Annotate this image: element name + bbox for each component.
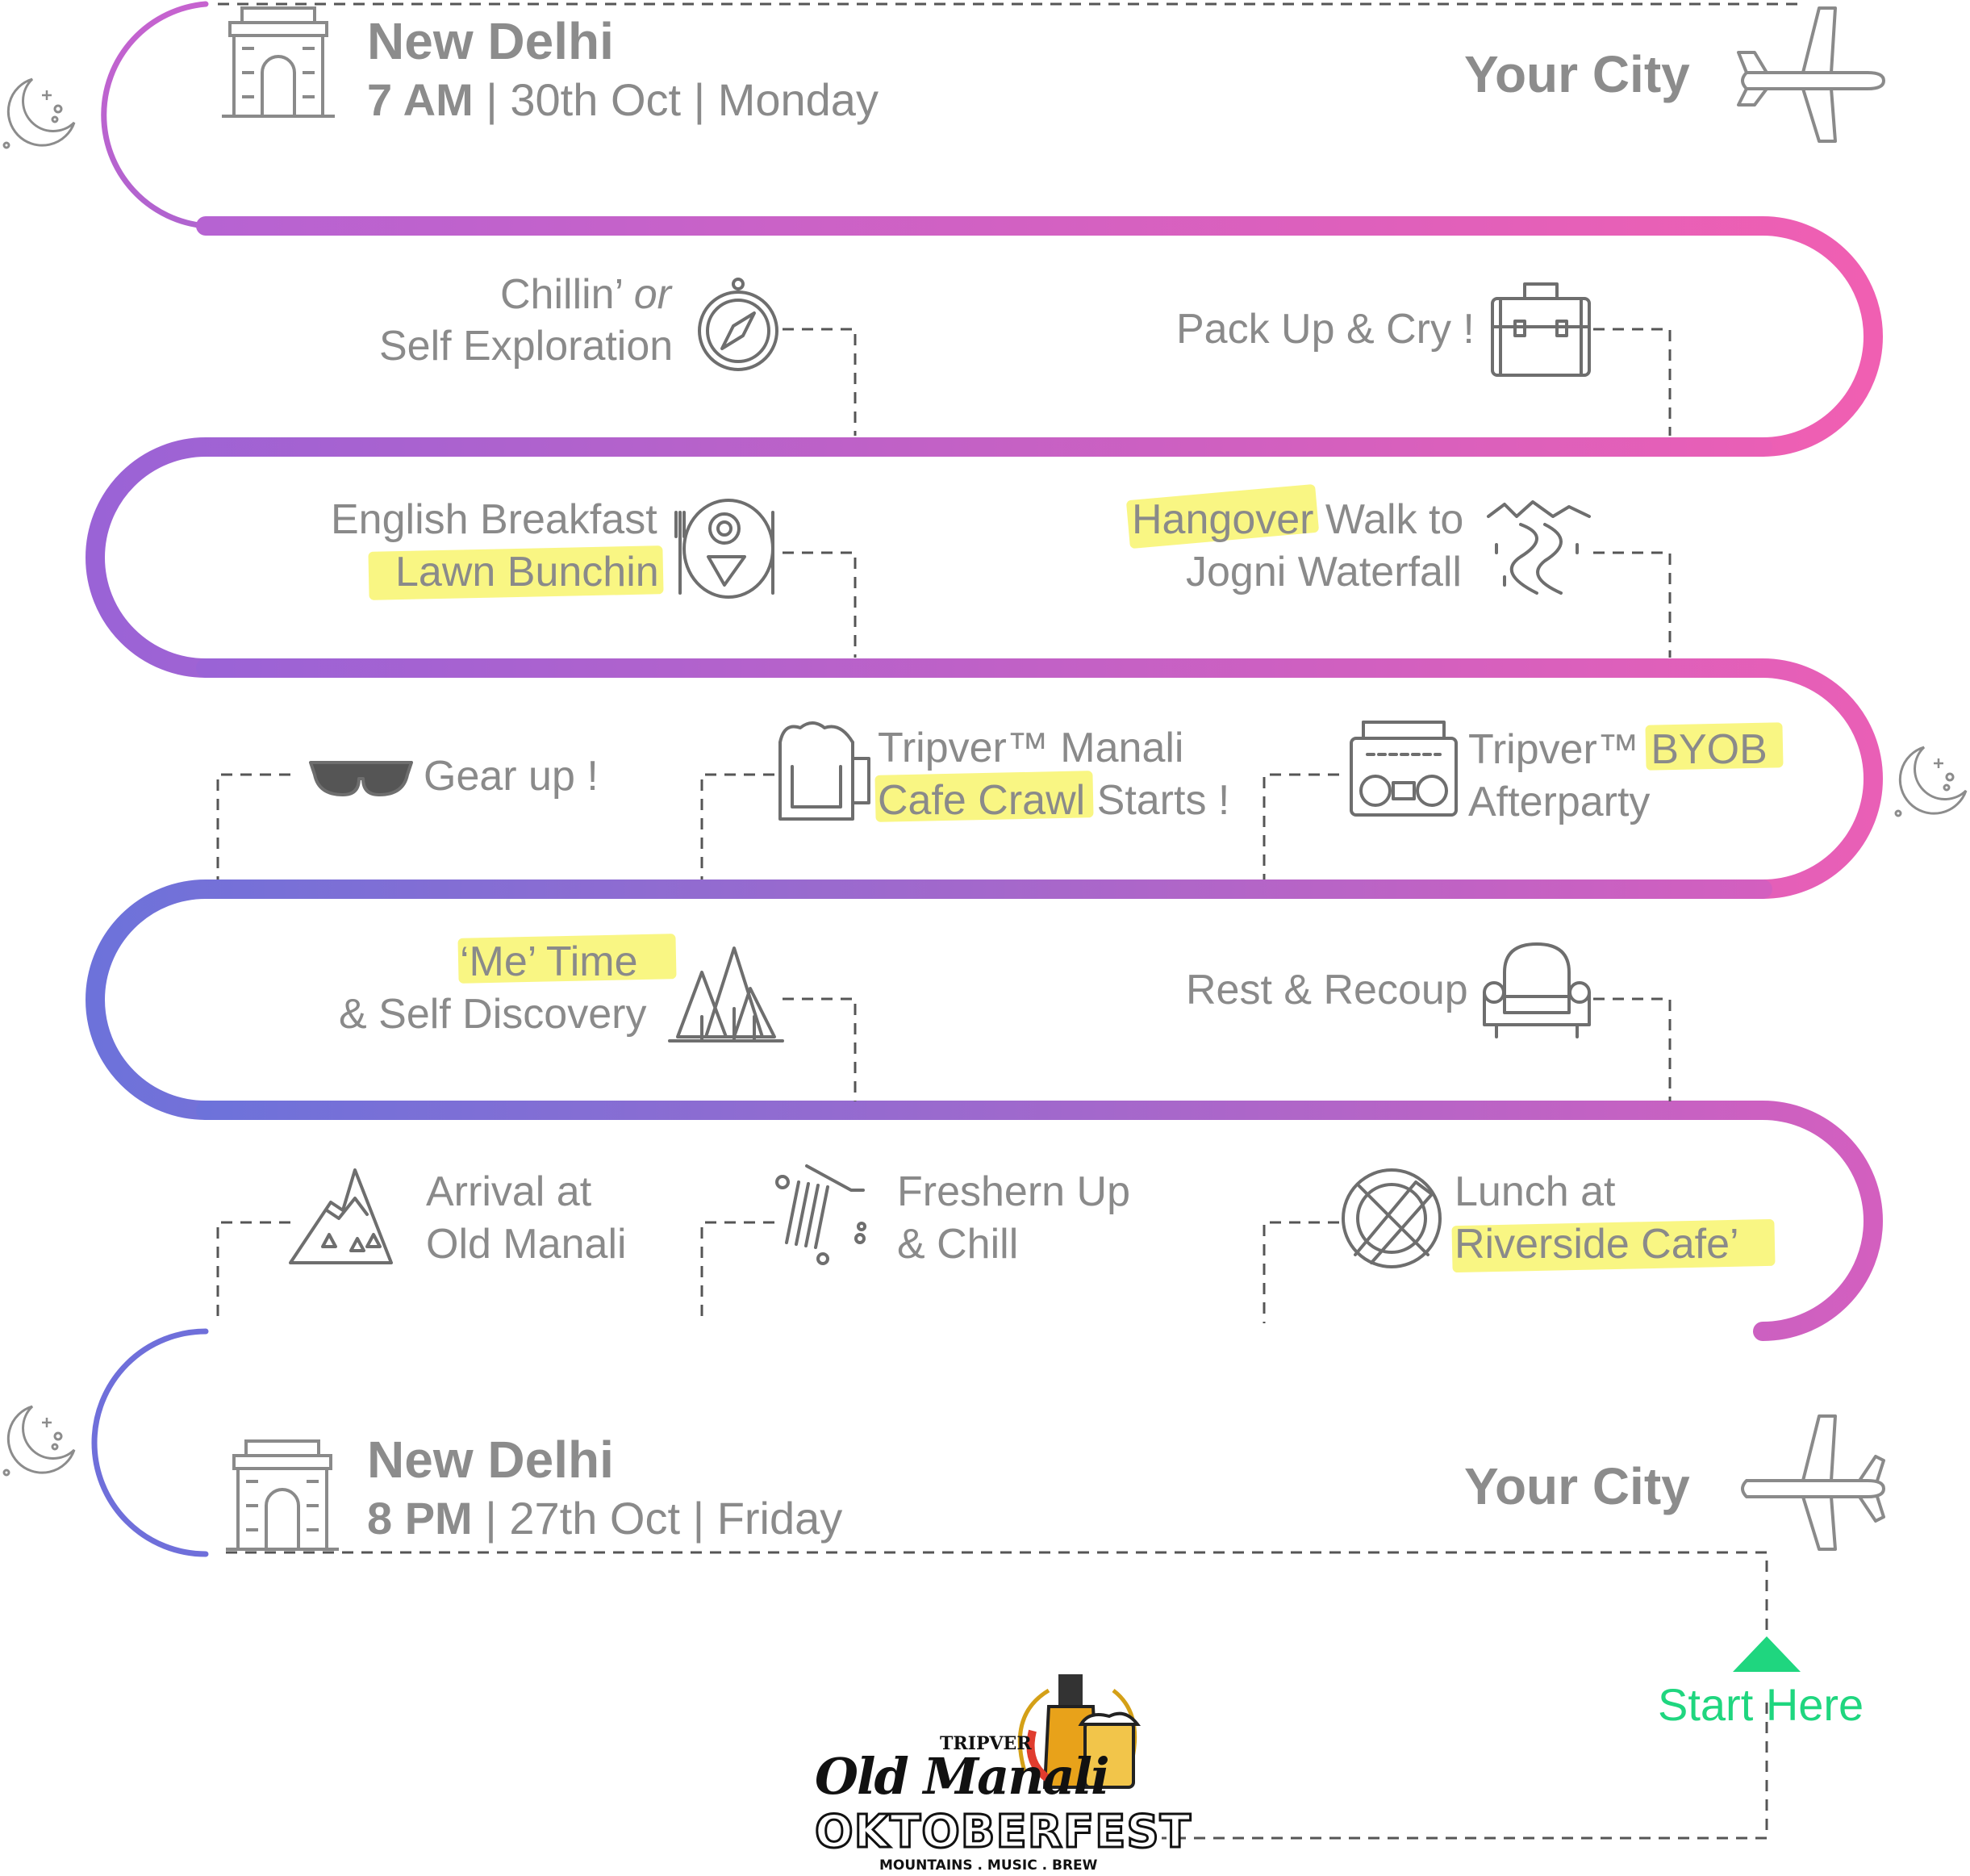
activity-me-time: ‘Me’ Time bbox=[460, 938, 638, 985]
route-bottom-arc bbox=[91, 1328, 209, 1557]
serpentine-route bbox=[86, 1, 1883, 1557]
activity-line: Starts ! bbox=[1085, 777, 1230, 824]
airplane-icon bbox=[1737, 6, 1885, 143]
route-row-5 bbox=[196, 1101, 1883, 1341]
compass-icon bbox=[698, 278, 778, 371]
activity-line: Walk to bbox=[1313, 496, 1464, 543]
departure-time: 7 AM bbox=[367, 74, 474, 125]
route-row-3 bbox=[196, 658, 1883, 899]
boombox-icon bbox=[1350, 721, 1458, 817]
activity-hangover-walk: Hangover Walk to bbox=[1132, 494, 1463, 545]
activity-line-highlight: Hangover bbox=[1132, 496, 1314, 543]
activity-self-exploration: Self Exploration bbox=[379, 323, 674, 370]
logo-brand: TRIPVER bbox=[940, 1733, 1032, 1754]
activity-jogni-waterfall: Jogni Waterfall bbox=[1186, 549, 1462, 595]
airplane-icon bbox=[1741, 1414, 1885, 1551]
forest-icon bbox=[668, 946, 784, 1042]
route-row-1 bbox=[196, 216, 1883, 457]
activity-gear-up: Gear up ! bbox=[424, 753, 599, 800]
shower-icon bbox=[775, 1164, 866, 1265]
activity-line-emphasis: or bbox=[633, 271, 671, 318]
activity-chillin: Chillin’ or bbox=[500, 269, 671, 320]
activity-arrival: Arrival at bbox=[426, 1168, 592, 1215]
activity-pack-up: Pack Up & Cry ! bbox=[1176, 306, 1475, 353]
route-row-2 bbox=[86, 437, 1772, 678]
start-here-label: Start Here bbox=[1658, 1679, 1864, 1730]
plate-fork-icon bbox=[1342, 1168, 1442, 1268]
route-top-arc bbox=[101, 1, 209, 229]
armchair-icon bbox=[1483, 942, 1591, 1038]
sausage-icon bbox=[1026, 1729, 1051, 1783]
activity-line: Tripver™ bbox=[1468, 726, 1651, 773]
suitcase-icon bbox=[1491, 282, 1591, 377]
route-row-4 bbox=[86, 880, 1772, 1120]
return-city: New Delhi bbox=[367, 1431, 614, 1489]
activity-byob-title: Tripver™ BYOB bbox=[1468, 724, 1768, 775]
oktoberfest-logo bbox=[1017, 1674, 1142, 1789]
activity-cafe-crawl-title: Tripver™ Manali bbox=[878, 725, 1184, 771]
india-gate-icons bbox=[222, 6, 339, 1551]
activity-english-breakfast: English Breakfast bbox=[331, 496, 657, 543]
return-info: 8 PM | 27th Oct | Friday bbox=[367, 1493, 842, 1544]
sunglasses-icon bbox=[309, 761, 413, 796]
logo-title: Old Manali bbox=[815, 1747, 1110, 1806]
activity-afterparty: Afterparty bbox=[1468, 779, 1651, 825]
home-city: Your City bbox=[1464, 1457, 1690, 1515]
india-gate-icon bbox=[226, 1439, 339, 1551]
activity-cafe-crawl: Cafe Crawl Starts ! bbox=[878, 775, 1229, 826]
beer-mug-icon bbox=[778, 721, 870, 821]
departure-info: 7 AM | 30th Oct | Monday bbox=[367, 74, 879, 126]
activity-line-highlight: BYOB bbox=[1651, 726, 1768, 773]
start-arrow-icon bbox=[1733, 1636, 1801, 1672]
logo-tagline: MOUNTAINS . MUSIC . BREW bbox=[879, 1857, 1098, 1874]
logo-event: OKTOBERFEST bbox=[814, 1805, 1192, 1860]
bottle-icon bbox=[1058, 1674, 1083, 1707]
activity-rest-recoup: Rest & Recoup bbox=[1186, 967, 1468, 1013]
departure-date: | 30th Oct | Monday bbox=[486, 74, 879, 125]
india-gate-icon bbox=[222, 6, 335, 118]
breakfast-plate-icon bbox=[674, 499, 774, 599]
moon-icon bbox=[2, 77, 76, 149]
dashed-connectors bbox=[216, 328, 1768, 1840]
moon-icon bbox=[1894, 746, 1968, 817]
activity-freshen-up: Freshern Up bbox=[897, 1168, 1130, 1215]
activity-chill: & Chill bbox=[897, 1221, 1019, 1268]
return-time: 8 PM bbox=[367, 1493, 473, 1544]
activity-old-manali: Old Manali bbox=[426, 1221, 627, 1268]
moon-icon bbox=[2, 1405, 76, 1477]
origin-city: New Delhi bbox=[367, 12, 614, 70]
destination-city: Your City bbox=[1464, 45, 1690, 103]
mountain-icon bbox=[289, 1168, 393, 1264]
return-date: | 27th Oct | Friday bbox=[485, 1493, 843, 1544]
activity-line-highlight: Cafe Crawl bbox=[878, 777, 1086, 824]
activity-lawn-bunchin: Lawn Bunchin bbox=[395, 549, 659, 595]
activity-lunch: Lunch at bbox=[1455, 1168, 1616, 1215]
activity-self-discovery: & Self Discovery bbox=[339, 991, 647, 1038]
activity-riverside-cafe: Riverside Cafe’ bbox=[1455, 1221, 1739, 1268]
river-path-icon bbox=[1487, 500, 1591, 595]
airplane-icons bbox=[1737, 6, 1885, 1551]
moon-icons bbox=[2, 77, 1968, 1477]
activity-line: Chillin’ bbox=[500, 271, 634, 318]
